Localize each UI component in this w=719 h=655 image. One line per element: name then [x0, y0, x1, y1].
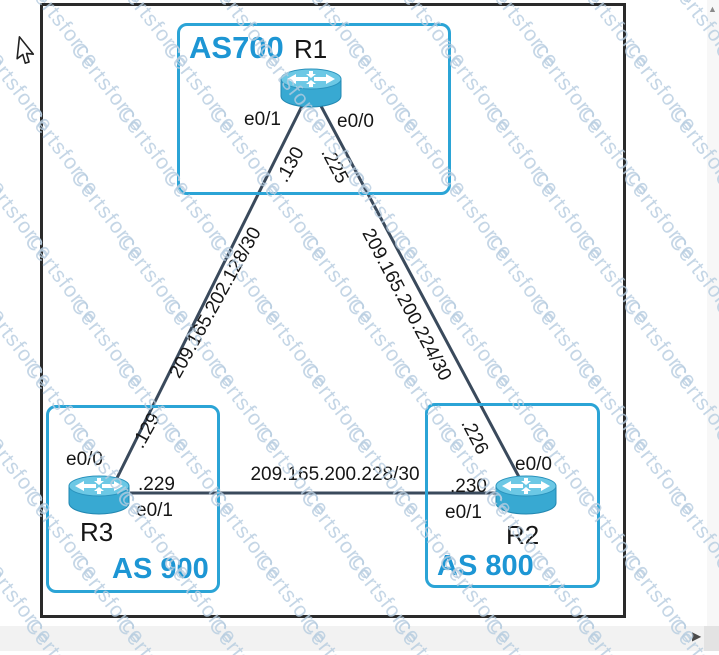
r2-interface-e00-label: e0/0 [515, 454, 552, 475]
subnet-r3-r2-label: 209.165.200.228/30 [250, 464, 420, 485]
r1-interface-e01-label: e0/1 [244, 109, 281, 130]
r3-interface-e01-label: e0/1 [136, 500, 173, 521]
r3-interface-e00-label: e0/0 [66, 449, 103, 470]
diagram-border-frame [40, 3, 626, 618]
as800-label: AS 800 [437, 550, 534, 582]
as900-label: AS 900 [112, 553, 209, 585]
link-line-r1-r2 [319, 105, 521, 478]
as800-boundary-box [425, 403, 600, 588]
router-r1-icon [280, 68, 342, 108]
router-r2-label: R2 [506, 520, 540, 550]
router-r3-label: R3 [80, 517, 114, 547]
as700-boundary-box [177, 23, 451, 195]
router-r3-icon [68, 475, 130, 515]
horizontal-scrollbar-track[interactable] [0, 626, 719, 651]
as900-boundary-box [46, 405, 220, 593]
as700-label: AS700 [189, 30, 284, 65]
scroll-up-arrow-icon[interactable]: ▲ [708, 4, 717, 14]
r2-ip-230-label: .230 [450, 476, 487, 497]
scroll-right-arrow-icon[interactable]: ▶ [692, 629, 702, 643]
router-r2-icon [495, 475, 557, 515]
scrollbar-corner [704, 626, 719, 651]
r2-interface-e01-label: e0/1 [445, 502, 482, 523]
link-line-r1-r3 [115, 105, 304, 479]
r1-interface-e00-label: e0/0 [337, 111, 374, 132]
vertical-scrollbar-track[interactable] [707, 0, 719, 626]
r3-ip-229-label: .229 [138, 474, 175, 495]
mouse-cursor-icon [16, 36, 35, 64]
router-r1-label: R1 [294, 34, 328, 64]
